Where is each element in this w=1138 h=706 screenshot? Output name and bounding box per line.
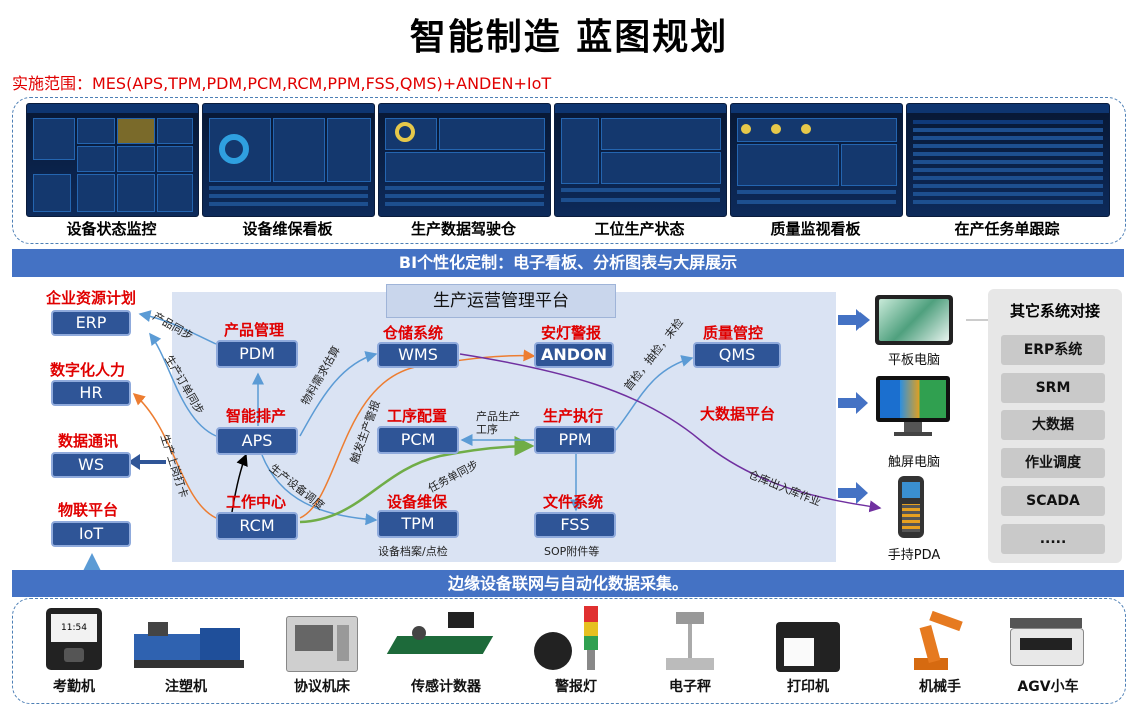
fss-title: 文件系统 bbox=[543, 493, 604, 511]
equipment-label: AGV小车 bbox=[1017, 679, 1079, 695]
device-label: 手持PDA bbox=[887, 548, 941, 563]
equipment-label: 考勤机 bbox=[53, 679, 95, 695]
dashboard-label: 工位生产状态 bbox=[594, 220, 685, 238]
edge-band: 边缘设备联网与自动化数据采集。 bbox=[12, 570, 1124, 597]
dashboard-thumbnail-maintenance[interactable] bbox=[202, 103, 375, 217]
hr-box[interactable]: HR bbox=[51, 380, 131, 406]
ppm-box[interactable]: PPM bbox=[534, 426, 616, 454]
other-system-item[interactable]: ..... bbox=[1001, 524, 1105, 554]
sensor-counter-icon bbox=[386, 610, 496, 668]
rcm-title: 工作中心 bbox=[226, 493, 287, 511]
annotation-process-info: 产品生产 工序 bbox=[476, 410, 520, 436]
equipment-label: 电子秤 bbox=[669, 679, 711, 695]
erp-box[interactable]: ERP bbox=[51, 310, 131, 336]
bi-band: BI个性化定制：电子看板、分析图表与大屏展示 bbox=[12, 249, 1124, 277]
dashboard-thumbnail-equipment-status[interactable] bbox=[26, 103, 199, 217]
pda-icon bbox=[898, 476, 924, 538]
equipment-label: 协议机床 bbox=[294, 679, 350, 695]
agv-icon bbox=[1010, 618, 1084, 668]
dashboard-label: 设备维保看板 bbox=[242, 220, 333, 238]
printer-icon bbox=[776, 622, 840, 672]
bigdata-title: 大数据平台 bbox=[700, 405, 776, 423]
dashboard-label: 生产数据驾驶仓 bbox=[410, 220, 516, 238]
aps-title: 智能排产 bbox=[226, 407, 287, 425]
ws-title: 数据通讯 bbox=[58, 432, 119, 450]
tpm-title: 设备维保 bbox=[387, 493, 448, 511]
hr-title: 数字化人力 bbox=[50, 361, 126, 379]
other-systems-title: 其它系统对接 bbox=[1009, 302, 1100, 320]
dashboard-thumbnail-quality-monitor[interactable] bbox=[730, 103, 903, 217]
injection-machine-icon bbox=[134, 622, 244, 668]
fss-box[interactable]: FSS bbox=[534, 512, 616, 538]
wms-box[interactable]: WMS bbox=[377, 342, 459, 368]
equipment-label: 注塑机 bbox=[165, 679, 207, 695]
dashboard-label: 设备状态监控 bbox=[66, 220, 157, 238]
device-label: 平板电脑 bbox=[887, 353, 940, 368]
pcm-box[interactable]: PCM bbox=[377, 426, 459, 454]
fss-note: SOP附件等 bbox=[544, 545, 600, 558]
dashboard-thumbnail-workstation-status[interactable] bbox=[554, 103, 727, 217]
alarm-light-icon bbox=[534, 606, 616, 670]
equipment-label: 打印机 bbox=[787, 679, 829, 695]
robot-arm-icon bbox=[904, 608, 964, 672]
dashboard-thumbnail-task-tracking[interactable] bbox=[906, 103, 1110, 217]
other-system-item[interactable]: ERP系统 bbox=[1001, 335, 1105, 365]
iot-box[interactable]: IoT bbox=[51, 521, 131, 547]
pdm-box[interactable]: PDM bbox=[216, 340, 298, 368]
scope-text: 实施范围：MES(APS,TPM,PDM,PCM,RCM,PPM,FSS,QMS… bbox=[12, 74, 552, 93]
dashboard-thumbnail-production-cockpit[interactable] bbox=[378, 103, 551, 217]
equipment-label: 警报灯 bbox=[555, 679, 597, 695]
wms-title: 仓储系统 bbox=[383, 324, 444, 342]
iot-title: 物联平台 bbox=[58, 501, 119, 519]
device-label: 触屏电脑 bbox=[887, 455, 940, 470]
andon-title: 安灯警报 bbox=[541, 324, 602, 342]
erp-title: 企业资源计划 bbox=[46, 289, 137, 307]
equipment-label: 传感计数器 bbox=[411, 679, 481, 695]
tpm-note: 设备档案/点检 bbox=[378, 545, 448, 558]
pdm-title: 产品管理 bbox=[224, 321, 285, 339]
qms-title: 质量管控 bbox=[703, 324, 764, 342]
ppm-title: 生产执行 bbox=[543, 407, 604, 425]
platform-title: 生产运营管理平台 bbox=[386, 284, 616, 318]
qms-box[interactable]: QMS bbox=[693, 342, 781, 368]
other-system-item[interactable]: 作业调度 bbox=[1001, 448, 1105, 478]
ws-box[interactable]: WS bbox=[51, 452, 131, 478]
andon-box[interactable]: ANDON bbox=[534, 342, 614, 368]
attendance-machine-icon: 11:54 bbox=[46, 608, 102, 670]
aps-box[interactable]: APS bbox=[216, 427, 298, 455]
machine-tool-icon bbox=[286, 616, 358, 672]
dashboard-label: 质量监视看板 bbox=[770, 220, 861, 238]
touchscreen-pc-icon bbox=[876, 376, 950, 438]
other-system-item[interactable]: SRM bbox=[1001, 373, 1105, 403]
dashboard-label: 在产任务单跟踪 bbox=[954, 220, 1060, 238]
rcm-box[interactable]: RCM bbox=[216, 512, 298, 540]
other-system-item[interactable]: 大数据 bbox=[1001, 410, 1105, 440]
equipment-label: 机械手 bbox=[919, 679, 961, 695]
tpm-box[interactable]: TPM bbox=[377, 510, 459, 538]
scale-icon bbox=[666, 612, 714, 672]
other-system-item[interactable]: SCADA bbox=[1001, 486, 1105, 516]
page-title: 智能制造 蓝图规划 bbox=[409, 17, 729, 58]
tablet-icon bbox=[875, 295, 953, 345]
pcm-title: 工序配置 bbox=[387, 407, 448, 425]
